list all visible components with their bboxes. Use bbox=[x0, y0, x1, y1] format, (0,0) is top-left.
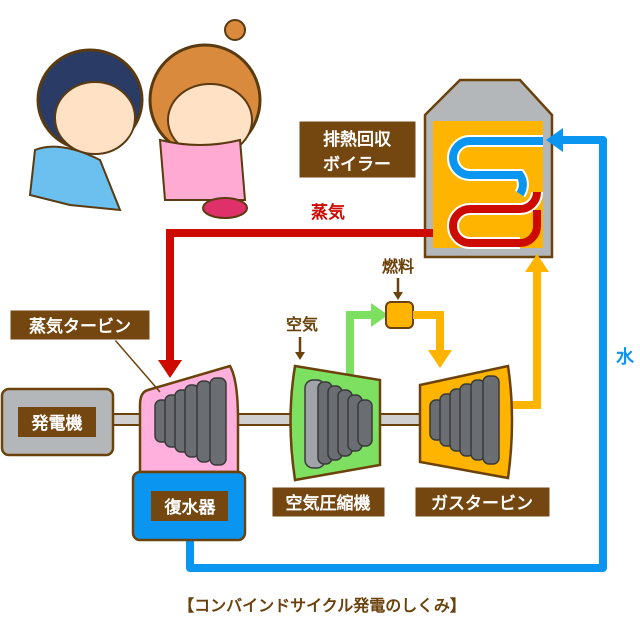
gas-turbine bbox=[418, 364, 514, 480]
steam-turbine-label: 蒸気タービン bbox=[9, 309, 161, 393]
steam-pipe bbox=[166, 229, 433, 362]
children-illustration bbox=[28, 19, 262, 219]
steam-arrowhead bbox=[158, 360, 182, 378]
air-pipe-arrowhead bbox=[371, 303, 388, 327]
boiler-label: 排熱回収 ボイラー bbox=[298, 120, 417, 179]
boiler-label-line2: ボイラー bbox=[323, 155, 391, 175]
condenser-label: 復水器 bbox=[164, 497, 217, 518]
water-arrowhead bbox=[546, 128, 563, 152]
exhaust-pipe bbox=[510, 270, 541, 409]
steam-coil bbox=[449, 191, 541, 247]
air-label: 空気 bbox=[286, 315, 318, 334]
air-compressor bbox=[289, 364, 382, 482]
generator-label: 発電機 bbox=[31, 413, 83, 434]
generator: 発電機 bbox=[0, 387, 115, 457]
fuel-combustor bbox=[385, 301, 414, 329]
fuel-pipe-arrowhead bbox=[428, 350, 452, 368]
water-label: 水 bbox=[616, 346, 635, 368]
gas-turbine-label: ガスタービン bbox=[414, 486, 551, 518]
fuel-arrow bbox=[393, 292, 403, 300]
steam-label: 蒸気 bbox=[311, 202, 345, 223]
compressor-label: 空気圧縮機 bbox=[271, 486, 386, 518]
water-coil bbox=[449, 137, 543, 197]
fuel-pipe bbox=[413, 311, 444, 352]
gas-turbine-label-text: ガスタービン bbox=[431, 494, 533, 514]
steam-turbine-label-text: 蒸気タービン bbox=[29, 316, 131, 337]
leader-line bbox=[114, 339, 161, 393]
exhaust-arrowhead bbox=[525, 254, 549, 272]
air-arrowhead bbox=[295, 352, 305, 360]
gas-turbine-blades bbox=[429, 375, 500, 465]
air-pipe bbox=[346, 311, 372, 378]
steam-turbine bbox=[138, 364, 240, 474]
boiler-label-line1: 排熱回収 bbox=[323, 129, 392, 150]
compressor-label-text: 空気圧縮機 bbox=[286, 493, 371, 514]
condenser: 復水器 bbox=[131, 470, 247, 542]
fuel-label: 燃料 bbox=[382, 257, 414, 276]
diagram-caption: 【コンバインドサイクル発電のしくみ】 bbox=[178, 596, 466, 615]
compressor-blades bbox=[304, 379, 373, 469]
steam-turbine-blades bbox=[154, 377, 227, 466]
water-pipe bbox=[186, 136, 607, 572]
heat-recovery-boiler bbox=[423, 78, 554, 259]
